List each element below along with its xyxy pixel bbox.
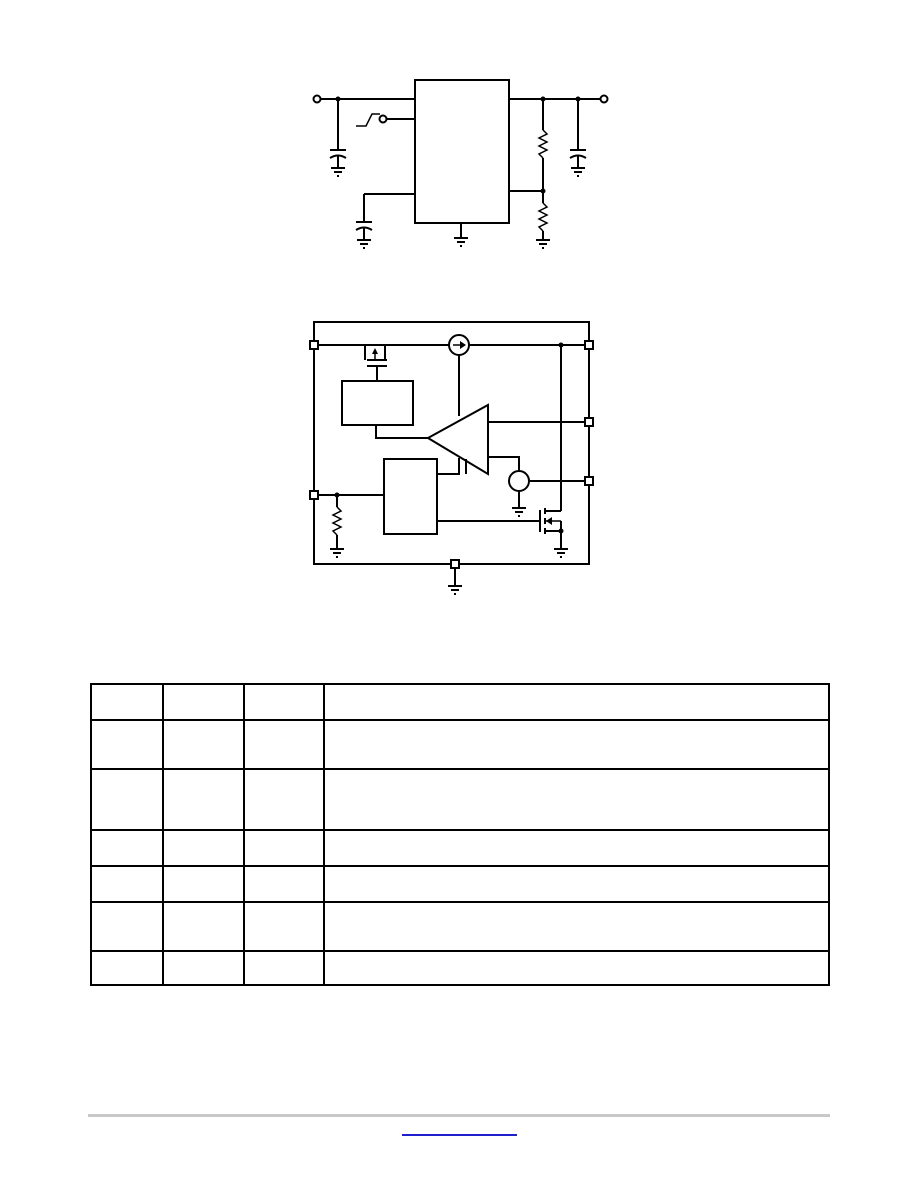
ground-symbol — [536, 239, 550, 249]
table-row — [90, 950, 830, 986]
driver-block — [341, 380, 414, 426]
output-capacitor — [569, 149, 587, 168]
ground-symbol — [571, 167, 585, 177]
table-cell — [323, 901, 830, 952]
table-cell — [323, 768, 830, 831]
pin-table-body — [90, 683, 830, 986]
table-cell — [90, 683, 164, 721]
pin-description-table — [90, 683, 830, 986]
table-row — [90, 901, 830, 952]
table-row — [90, 829, 830, 867]
table-cell — [323, 719, 830, 770]
table-row — [90, 768, 830, 831]
input-capacitor — [329, 149, 347, 168]
table-cell — [323, 950, 830, 986]
table-row — [90, 719, 830, 770]
discharge-mosfet — [437, 508, 562, 534]
table-cell — [162, 683, 245, 721]
table-cell — [162, 901, 245, 952]
ground-symbol — [512, 507, 526, 517]
pulldown-resistor — [331, 506, 343, 536]
pin-bypass — [584, 476, 594, 486]
footer-divider — [88, 1114, 830, 1117]
table-cell — [162, 950, 245, 986]
table-cell — [323, 829, 830, 867]
pass-transistor — [364, 345, 387, 381]
table-row — [90, 683, 830, 721]
input-terminal — [312, 94, 322, 104]
pin-enable — [309, 490, 319, 500]
table-cell — [243, 829, 325, 867]
table-cell — [90, 865, 164, 903]
table-row — [90, 865, 830, 903]
ground-symbol — [448, 585, 462, 595]
table-cell — [90, 719, 164, 770]
error-amplifier — [425, 403, 489, 476]
ground-symbol — [454, 237, 468, 247]
pin-feedback — [584, 417, 594, 427]
pin-input — [309, 340, 319, 350]
reference-voltage-source — [508, 470, 530, 492]
feedback-resistor-bottom — [537, 202, 549, 232]
table-cell — [243, 901, 325, 952]
table-cell — [162, 829, 245, 867]
table-cell — [243, 950, 325, 986]
bypass-capacitor — [355, 221, 373, 240]
output-terminal — [599, 94, 609, 104]
table-cell — [243, 865, 325, 903]
table-cell — [323, 683, 830, 721]
table-cell — [90, 829, 164, 867]
typical-application-circuit — [312, 79, 609, 249]
table-cell — [243, 683, 325, 721]
table-cell — [162, 768, 245, 831]
ground-symbol — [554, 548, 568, 558]
feedback-resistor-top — [537, 129, 549, 159]
control-logic-block — [383, 458, 438, 535]
enable-terminal — [378, 114, 388, 124]
table-cell — [243, 719, 325, 770]
ground-symbol — [357, 239, 371, 249]
enable-pulse-symbol — [356, 113, 380, 127]
ground-symbol — [330, 548, 344, 558]
pin-ground — [450, 559, 460, 569]
ground-symbol — [331, 167, 345, 177]
functional-block-diagram — [309, 321, 594, 595]
table-cell — [162, 719, 245, 770]
table-cell — [162, 865, 245, 903]
footer-website-link[interactable] — [402, 1118, 517, 1136]
table-cell — [243, 768, 325, 831]
table-cell — [90, 950, 164, 986]
table-cell — [90, 768, 164, 831]
pin-output — [584, 340, 594, 350]
table-cell — [90, 901, 164, 952]
table-cell — [323, 865, 830, 903]
